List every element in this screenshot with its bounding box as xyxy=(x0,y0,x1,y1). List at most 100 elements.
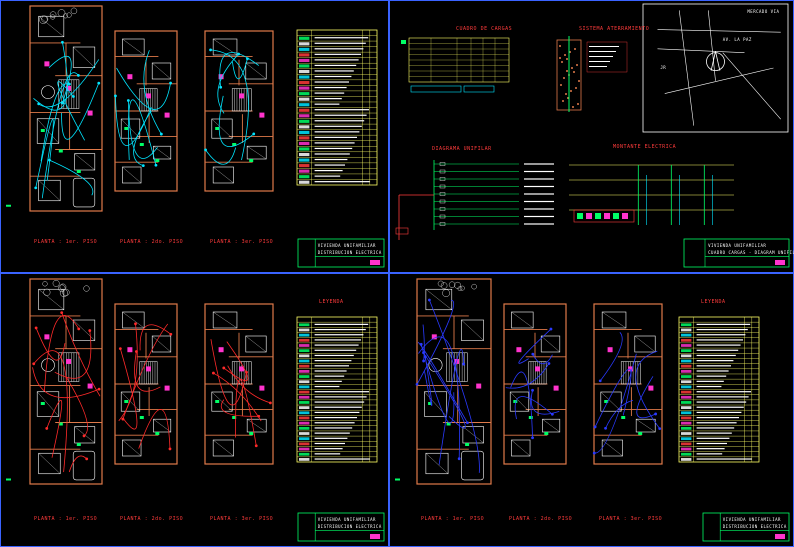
legend-text-line xyxy=(314,147,353,150)
switch-symbol xyxy=(58,149,63,153)
outlet-point xyxy=(531,352,535,356)
ground-fill xyxy=(578,80,580,82)
garden-shrub xyxy=(57,9,66,17)
legend-text-line xyxy=(696,458,752,460)
outlet-point xyxy=(61,101,64,105)
legend-symbol xyxy=(299,452,310,456)
ground-fill xyxy=(559,45,561,47)
switch-symbol xyxy=(604,400,609,403)
switch-symbol xyxy=(528,416,533,419)
legend-symbol xyxy=(299,442,310,446)
legend-text-line xyxy=(314,175,341,177)
furniture-detail xyxy=(602,311,627,329)
legend-symbol xyxy=(681,349,692,353)
furniture-detail xyxy=(213,166,234,184)
legend-symbol xyxy=(299,58,310,63)
panel-symbol xyxy=(648,385,654,391)
legend-text-line xyxy=(314,406,362,408)
title-block-line: CUADRO CARGAS - DIAGRAM UNIFILAR xyxy=(708,250,794,255)
montante-component xyxy=(586,213,592,219)
legend-text-line xyxy=(696,328,748,331)
legend-text-line xyxy=(314,437,348,439)
legend-symbol xyxy=(299,390,310,394)
furniture xyxy=(542,418,561,433)
panel-symbol xyxy=(239,93,244,99)
ground-fill xyxy=(576,64,578,66)
legend-symbol xyxy=(681,401,692,404)
outlet-point xyxy=(531,388,534,392)
legend-symbol xyxy=(299,385,310,389)
car xyxy=(72,177,96,208)
panel-symbol xyxy=(535,366,540,372)
circuit-run xyxy=(232,58,248,80)
legend-symbol xyxy=(299,152,310,157)
outlet-point xyxy=(45,427,49,430)
montante-component xyxy=(613,213,619,219)
legend-text-line xyxy=(314,453,341,455)
circuit-run xyxy=(418,336,460,459)
circuit-run xyxy=(134,351,161,392)
legend-symbol xyxy=(299,333,310,337)
garden-shrub xyxy=(62,288,70,296)
outlet-point xyxy=(462,362,466,366)
legend-symbol xyxy=(681,333,692,337)
legend-text-line xyxy=(696,354,736,357)
outlet-point xyxy=(88,329,92,332)
note-line xyxy=(589,61,610,62)
outlet-point xyxy=(154,163,158,167)
montante-title: MONTANTE ELECTRICA xyxy=(613,144,677,150)
diagrama-title: DIAGRAMA UNIFILAR xyxy=(432,146,492,152)
panel-symbol xyxy=(553,385,559,391)
outlet-point xyxy=(423,355,427,359)
outlet-point xyxy=(48,158,51,162)
legend-text-line xyxy=(314,354,354,357)
montante-component xyxy=(622,213,628,219)
map-street-label: MERCADO VIA xyxy=(747,9,780,14)
unifilar-breaker xyxy=(439,199,446,204)
dining-table xyxy=(41,358,55,372)
legend-symbol xyxy=(299,147,310,151)
furniture xyxy=(245,62,267,80)
furniture xyxy=(511,311,534,329)
circuit-run xyxy=(510,371,533,438)
furniture-detail xyxy=(122,439,142,457)
note-line xyxy=(589,51,616,52)
map-street xyxy=(664,67,774,94)
legend-symbol xyxy=(681,416,692,420)
legend-text-line xyxy=(314,339,361,341)
furniture-detail xyxy=(511,311,534,329)
legend-symbol xyxy=(299,380,310,384)
furniture-detail xyxy=(510,391,529,412)
outlet-point xyxy=(34,186,38,190)
outlet-point xyxy=(531,436,534,440)
legend-symbol xyxy=(299,349,310,353)
outlet-point xyxy=(34,326,38,330)
legend-symbol xyxy=(681,328,692,332)
panel-symbol xyxy=(146,93,151,99)
garden-shrub xyxy=(50,14,56,20)
garden-shrub xyxy=(52,279,60,287)
circuit-run xyxy=(594,353,637,454)
legend-symbol xyxy=(299,136,310,140)
legend-text-line xyxy=(696,365,731,367)
plan-label: PLANTA : 3er. PISO xyxy=(599,516,663,522)
furniture xyxy=(38,288,65,311)
legend-text-line xyxy=(696,437,730,439)
furniture xyxy=(634,335,656,353)
legend-symbol xyxy=(299,180,310,184)
circuit-run xyxy=(605,399,634,429)
switch-symbol xyxy=(232,143,237,146)
furniture xyxy=(38,15,65,38)
outlet-point xyxy=(134,350,138,353)
circuit-run xyxy=(235,379,257,446)
panel-symbol xyxy=(218,74,224,80)
furniture-detail xyxy=(600,391,622,412)
furniture-detail xyxy=(121,391,140,412)
circuit-run xyxy=(417,341,468,423)
circuit-run xyxy=(65,376,88,437)
unifilar-breaker xyxy=(439,214,446,219)
switch-symbol xyxy=(124,400,129,403)
garden-shrub xyxy=(63,13,68,19)
legend-symbol xyxy=(299,141,310,146)
